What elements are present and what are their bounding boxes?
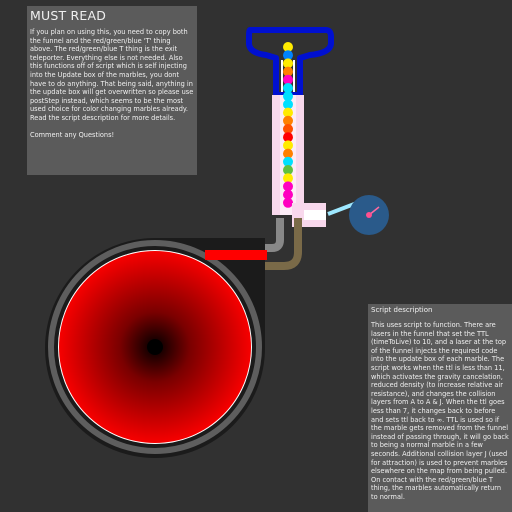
marble[interactable] [283, 66, 293, 77]
funnel-inner [281, 60, 295, 92]
marble[interactable] [283, 58, 293, 69]
marble[interactable] [283, 42, 293, 52]
must-read-note: MUST READ If you plan on using this, you… [27, 6, 197, 175]
wheel-hub [366, 212, 372, 218]
marble[interactable] [283, 181, 293, 192]
marble[interactable] [283, 165, 293, 175]
marble[interactable] [283, 115, 293, 126]
marble[interactable] [283, 74, 293, 85]
marble[interactable] [283, 156, 293, 167]
drum-axis [147, 339, 163, 355]
note-body: If you plan on using this, you need to c… [30, 28, 194, 140]
exit-teleporter-bar [304, 210, 326, 220]
note-body: This uses script to function. There are … [371, 321, 511, 501]
note-title: MUST READ [30, 8, 107, 23]
pipe-brown [262, 218, 302, 270]
marble[interactable] [283, 99, 293, 110]
marble[interactable] [283, 124, 293, 134]
marble[interactable] [283, 197, 293, 208]
drum-ring-gray [48, 240, 262, 454]
note-title: Script description [371, 306, 433, 314]
marble-stack [283, 42, 293, 208]
script-description-note: Script description This uses script to f… [368, 304, 512, 512]
marble[interactable] [283, 50, 293, 61]
marble[interactable] [283, 148, 293, 159]
pipe-gray [262, 218, 284, 252]
drum-red-inlet [205, 250, 267, 260]
marble[interactable] [283, 173, 293, 184]
marble[interactable] [283, 107, 293, 118]
marble[interactable] [283, 91, 293, 102]
marble[interactable] [283, 140, 293, 151]
marble[interactable] [283, 132, 293, 143]
marble[interactable] [283, 189, 293, 200]
marble[interactable] [283, 83, 293, 93]
